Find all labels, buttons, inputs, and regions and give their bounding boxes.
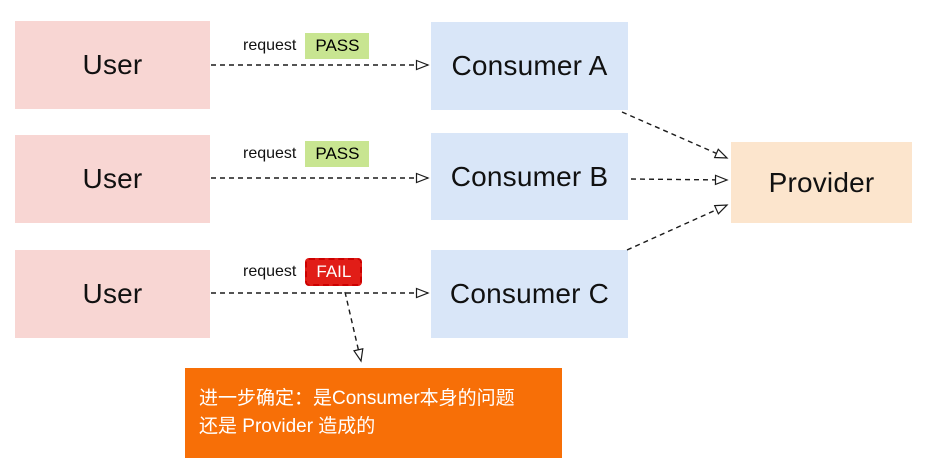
pass-badge: PASS <box>305 33 370 59</box>
provider-box: Provider <box>731 142 912 223</box>
fail-badge: FAIL <box>305 258 363 286</box>
edge-label-user1-consumer-a: request PASS <box>243 33 370 59</box>
request-label: request <box>243 263 297 280</box>
user-box-3: User <box>15 250 210 338</box>
arrow-fail-badge-note <box>344 291 364 363</box>
arrow-consumer-b-provider <box>630 174 729 186</box>
note-box: 进一步确定：是Consumer本身的问题 还是 Provider 造成的 <box>185 368 562 458</box>
consumer-a-box: Consumer A <box>431 22 628 110</box>
user-box-1: User <box>15 21 210 109</box>
user-box-2: User <box>15 135 210 223</box>
arrow-consumer-a-provider <box>621 111 729 159</box>
note-line-1: 进一步确定：是Consumer本身的问题 <box>199 388 515 409</box>
consumer-c-box: Consumer C <box>431 250 628 338</box>
request-label: request <box>243 145 297 162</box>
note-line-2: 还是 Provider 造成的 <box>199 416 376 437</box>
pass-badge: PASS <box>305 141 370 167</box>
edge-label-user3-consumer-c: request FAIL <box>243 258 363 286</box>
request-label: request <box>243 37 297 54</box>
consumer-b-box: Consumer B <box>431 133 628 220</box>
arrow-consumer-c-provider <box>626 204 729 251</box>
edge-label-user2-consumer-b: request PASS <box>243 141 370 167</box>
